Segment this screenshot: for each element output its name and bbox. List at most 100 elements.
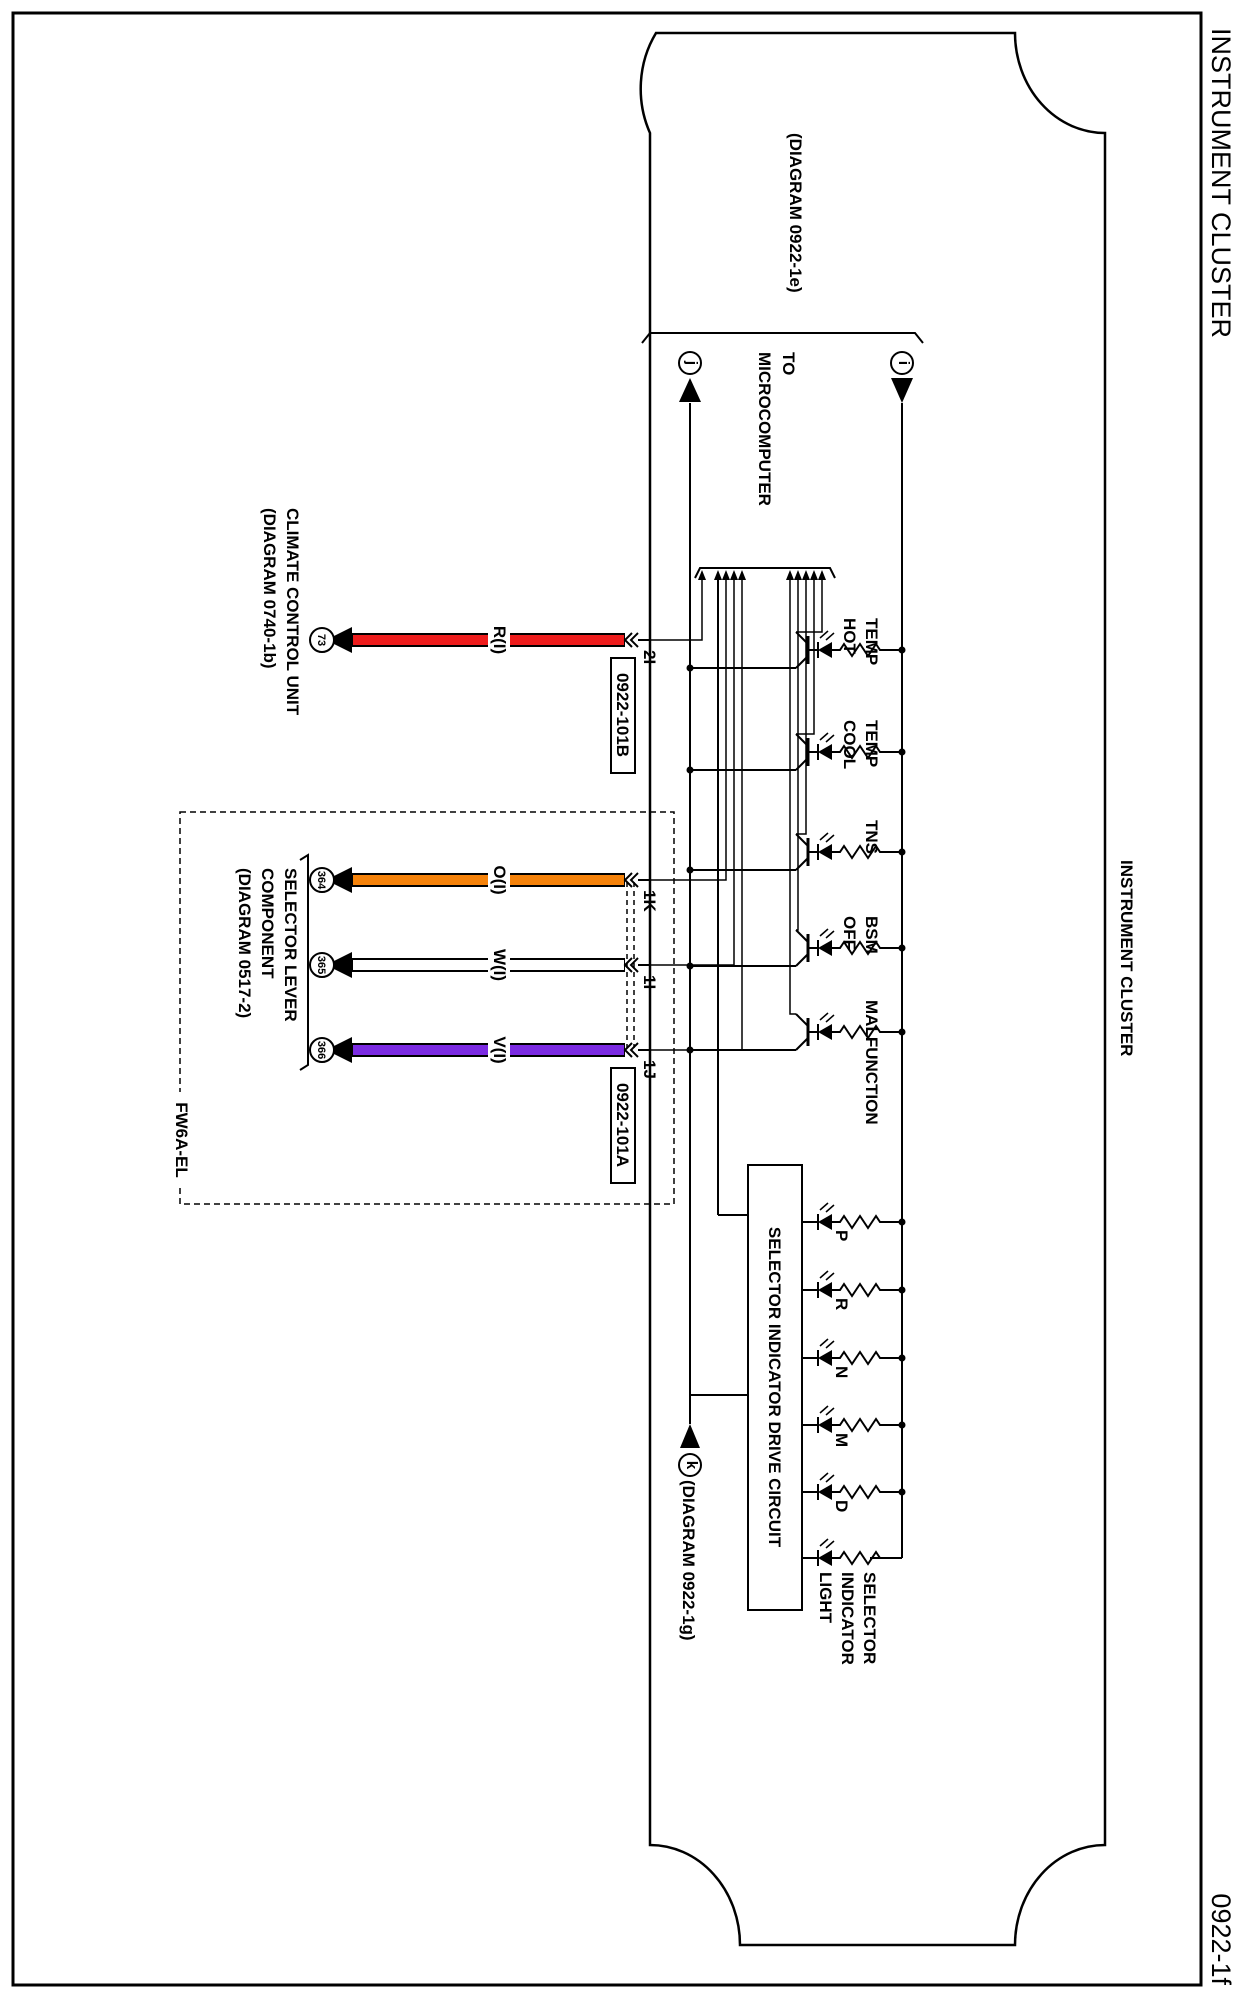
selector-lever-line2: COMPONENT — [258, 868, 277, 979]
indicator-row-3-label-line1: TNS — [862, 820, 881, 854]
indicator-row-5-transistor-emitter — [795, 1037, 809, 1051]
selector-light-row-3-label: N — [832, 1366, 851, 1378]
node-j-arrow — [679, 378, 701, 402]
drive-circuit-box — [747, 1164, 803, 1611]
selector-light-row-4-label: M — [832, 1433, 851, 1447]
indicator-row-1-led-ray1 — [825, 632, 835, 641]
indicator-row-2-led-ray2 — [819, 732, 829, 741]
indicator-row-1-base-feed — [796, 575, 823, 633]
selector-indicator-line2: INDICATOR — [838, 1572, 857, 1665]
pin-route-arrow-2 — [722, 570, 730, 580]
node-k-arrow — [680, 1424, 700, 1448]
indicator-row-1-base-arrow — [818, 570, 826, 580]
wire-2-end-arrow — [326, 867, 352, 893]
indicator-row-1-return-dot — [686, 664, 694, 672]
selector-light-row-5-led-ray1 — [825, 1474, 835, 1483]
indicator-row-1-label-line1: TEMP — [862, 618, 881, 665]
wire-1-dest-number: 73 — [315, 634, 327, 646]
wire-1-dest-marker — [309, 627, 335, 653]
fw6a-dashed-region — [179, 811, 675, 1205]
selector-light-row-3-led-ray1 — [825, 1340, 835, 1349]
indicator-row-4-led-body — [818, 940, 832, 956]
wire-2-label-bg — [488, 858, 510, 902]
indicator-row-3-led-ray1 — [825, 834, 835, 843]
wire-2-dest-number: 364 — [315, 871, 327, 890]
wire-1-pin-label: 2I — [640, 650, 659, 664]
wire-2-label: O(I) — [490, 865, 509, 894]
wire-1-connector-mark — [623, 632, 639, 648]
selector-light-row-1-led-ray1 — [825, 1204, 835, 1213]
wire-3-end-arrow — [326, 952, 352, 978]
indicator-row-2-led-ray1 — [825, 734, 835, 743]
pin-route-2 — [650, 575, 727, 881]
indicator-row-4-base-feed — [796, 575, 799, 931]
selector-light-row-5-led-body — [818, 1484, 832, 1500]
page-title: INSTRUMENT CLUSTER — [1206, 28, 1236, 338]
selector-light-row-2-label: R — [832, 1298, 851, 1310]
indicator-row-3-led-ray2 — [819, 832, 829, 841]
pin-route-arrow-1 — [698, 570, 706, 580]
micro-bracket — [694, 567, 836, 579]
indicator-row-4-transistor-collector — [795, 929, 809, 943]
wire-3-connector-mark — [623, 957, 639, 973]
climate-control-ref: (DIAGRAM 0740-1b) — [260, 508, 279, 669]
selector-light-row-4-led-body — [818, 1417, 832, 1433]
pin-route-1 — [650, 575, 703, 641]
connector-b-label: 0922-101B — [613, 673, 632, 757]
wire-1-end-arrow — [326, 627, 352, 653]
wire-4-dest-marker — [309, 1037, 335, 1063]
indicator-row-3-base-arrow — [802, 570, 810, 580]
page-number: 0922-1f — [1206, 1893, 1236, 1985]
indicator-row-5-base-feed — [789, 575, 796, 1015]
wire-1-label-bg — [488, 618, 510, 662]
selector-light-row-2-led-ray1 — [825, 1272, 835, 1281]
diagram-ref-bottom: (DIAGRAM 0922-1g) — [679, 1480, 698, 1641]
selector-light-row-6-led-ray2 — [819, 1538, 829, 1547]
indicator-row-4-led-ray2 — [819, 928, 829, 937]
drive-circuit-arrow — [714, 570, 722, 580]
wire-2-pin-label: 1K — [640, 890, 659, 912]
selector-light-row-4-led-ray2 — [819, 1405, 829, 1414]
indicator-row-4-resistor — [832, 940, 902, 956]
selector-light-row-1-led-ray2 — [819, 1202, 829, 1211]
indicator-row-5-led-ray2 — [819, 1012, 829, 1021]
selector-light-row-2-led-ray2 — [819, 1270, 829, 1279]
selector-lever-bracket — [299, 853, 309, 1071]
indicator-row-2-base-arrow — [810, 570, 818, 580]
wire-4-label: V(I) — [490, 1036, 509, 1063]
pin-route-3 — [650, 575, 735, 966]
indicator-row-2-led-body — [818, 744, 832, 760]
indicator-row-4-return-dot — [686, 962, 694, 970]
indicator-row-3-resistor — [832, 844, 902, 860]
drive-circuit-label: SELECTOR INDICATOR DRIVE CIRCUIT — [765, 1227, 784, 1548]
pin-route-4 — [650, 575, 743, 1051]
indicator-row-4-label-line2: OFF — [840, 916, 859, 950]
wire-4-connector-mark — [623, 1042, 639, 1058]
node-k-marker — [678, 1453, 702, 1477]
node-i-arrow — [891, 378, 913, 403]
selector-light-row-3-led-body — [818, 1350, 832, 1366]
indicator-row-4-label-line1: BSM — [862, 916, 881, 954]
diagram-ref-top: (DIAGRAM 0922-1e) — [786, 133, 805, 293]
selector-light-row-1-resistor — [832, 1214, 902, 1230]
indicator-row-1-label-line2: HOT — [840, 618, 859, 655]
selector-light-row-1-label: P — [832, 1230, 851, 1241]
selector-light-row-6-led-body — [818, 1550, 832, 1566]
top-bracket — [641, 332, 924, 344]
to-microcomputer-line1: TO — [779, 352, 798, 375]
spec-tag: FW6A-EL — [172, 1102, 191, 1178]
selector-light-row-6-resistor — [832, 1550, 902, 1566]
wire-1-label: R(I) — [490, 626, 509, 654]
indicator-row-5-resistor — [832, 1024, 902, 1040]
node-j-marker — [678, 351, 702, 375]
wire-4-dest-number: 366 — [315, 1041, 327, 1059]
selector-light-row-2-resistor — [832, 1282, 902, 1298]
wire-2-connector-mark — [623, 872, 639, 888]
wire-2-dest-marker — [309, 867, 335, 893]
cluster-outline — [639, 31, 1107, 1947]
indicator-row-1-resistor — [832, 642, 902, 658]
